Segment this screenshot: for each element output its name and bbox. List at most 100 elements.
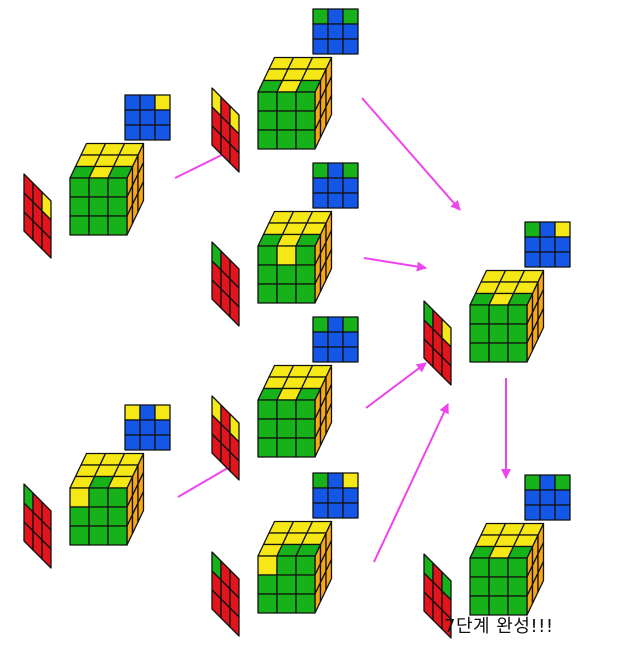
front-sticker [88,215,109,236]
front-sticker [69,215,90,236]
front-sticker [257,129,278,150]
cube-left-top [23,94,171,259]
left-sticker [229,451,240,481]
front-sticker [69,525,90,546]
front-sticker [88,177,109,198]
back-sticker [554,251,571,268]
back-sticker [124,419,141,436]
front-sticker [257,437,278,458]
right-sticker [325,402,333,435]
front-sticker [69,177,90,198]
back-sticker [124,434,141,451]
front-sticker [507,323,528,344]
front-sticker [257,593,278,614]
back-sticker [539,221,556,238]
front-sticker [107,196,128,217]
front-sticker [295,593,316,614]
front-sticker [488,576,509,597]
front-sticker [257,245,278,266]
back-sticker [342,487,359,504]
front-sticker [469,576,490,597]
right-sticker [325,94,333,127]
left-sticker [41,539,52,569]
back-sticker [554,489,571,506]
back-sticker [342,316,359,333]
front-sticker [276,418,297,439]
front-sticker [507,557,528,578]
back-sticker [539,489,556,506]
front-sticker [88,506,109,527]
back-sticker [139,94,156,111]
front-sticker [295,555,316,576]
back-sticker [342,331,359,348]
front-sticker [107,487,128,508]
back-sticker [139,404,156,421]
front-sticker [257,91,278,112]
cube-mid-2 [211,162,359,327]
back-sticker [312,316,329,333]
front-sticker [469,323,490,344]
back-sticker [327,472,344,489]
right-sticker [537,307,545,340]
front-sticker [69,196,90,217]
back-sticker [342,162,359,179]
arrow-m4-to-result [373,403,449,563]
front-sticker [107,506,128,527]
back-sticker [342,472,359,489]
completion-caption: 7단계 완성!!! [444,616,554,637]
front-sticker [257,555,278,576]
back-sticker [154,419,171,436]
right-sticker [325,248,333,281]
arrow-m3-to-result [365,362,427,409]
front-sticker [276,245,297,266]
left-sticker [441,609,452,639]
back-sticker [154,94,171,111]
back-sticker [312,8,329,25]
back-sticker [139,434,156,451]
back-sticker [327,192,344,209]
back-sticker [327,23,344,40]
arrow-m2-to-result [363,257,427,272]
front-sticker [295,437,316,458]
back-sticker [524,474,541,491]
front-sticker [276,555,297,576]
left-sticker [229,607,240,637]
right-sticker [137,180,145,213]
front-sticker [295,245,316,266]
front-sticker [488,323,509,344]
back-sticker [539,504,556,521]
back-sticker [312,346,329,363]
front-sticker [107,215,128,236]
back-sticker [124,404,141,421]
back-sticker [312,487,329,504]
front-sticker [469,342,490,363]
back-sticker [154,434,171,451]
back-sticker [524,236,541,253]
back-sticker [312,502,329,519]
back-sticker [342,502,359,519]
back-sticker [327,177,344,194]
front-sticker [507,595,528,616]
back-sticker [539,236,556,253]
front-sticker [295,418,316,439]
cube-result [423,221,571,386]
back-sticker [312,38,329,55]
arrow-m1-to-result [361,97,461,211]
back-sticker [342,23,359,40]
front-sticker [488,342,509,363]
front-sticker [276,264,297,285]
front-sticker [69,506,90,527]
right-sticker [537,560,545,593]
back-sticker [342,192,359,209]
left-sticker [229,143,240,173]
front-sticker [507,304,528,325]
cube-mid-4 [211,472,359,637]
back-sticker [327,346,344,363]
back-sticker [327,38,344,55]
front-sticker [276,593,297,614]
back-sticker [524,504,541,521]
front-sticker [295,283,316,304]
back-sticker [312,177,329,194]
front-sticker [295,129,316,150]
